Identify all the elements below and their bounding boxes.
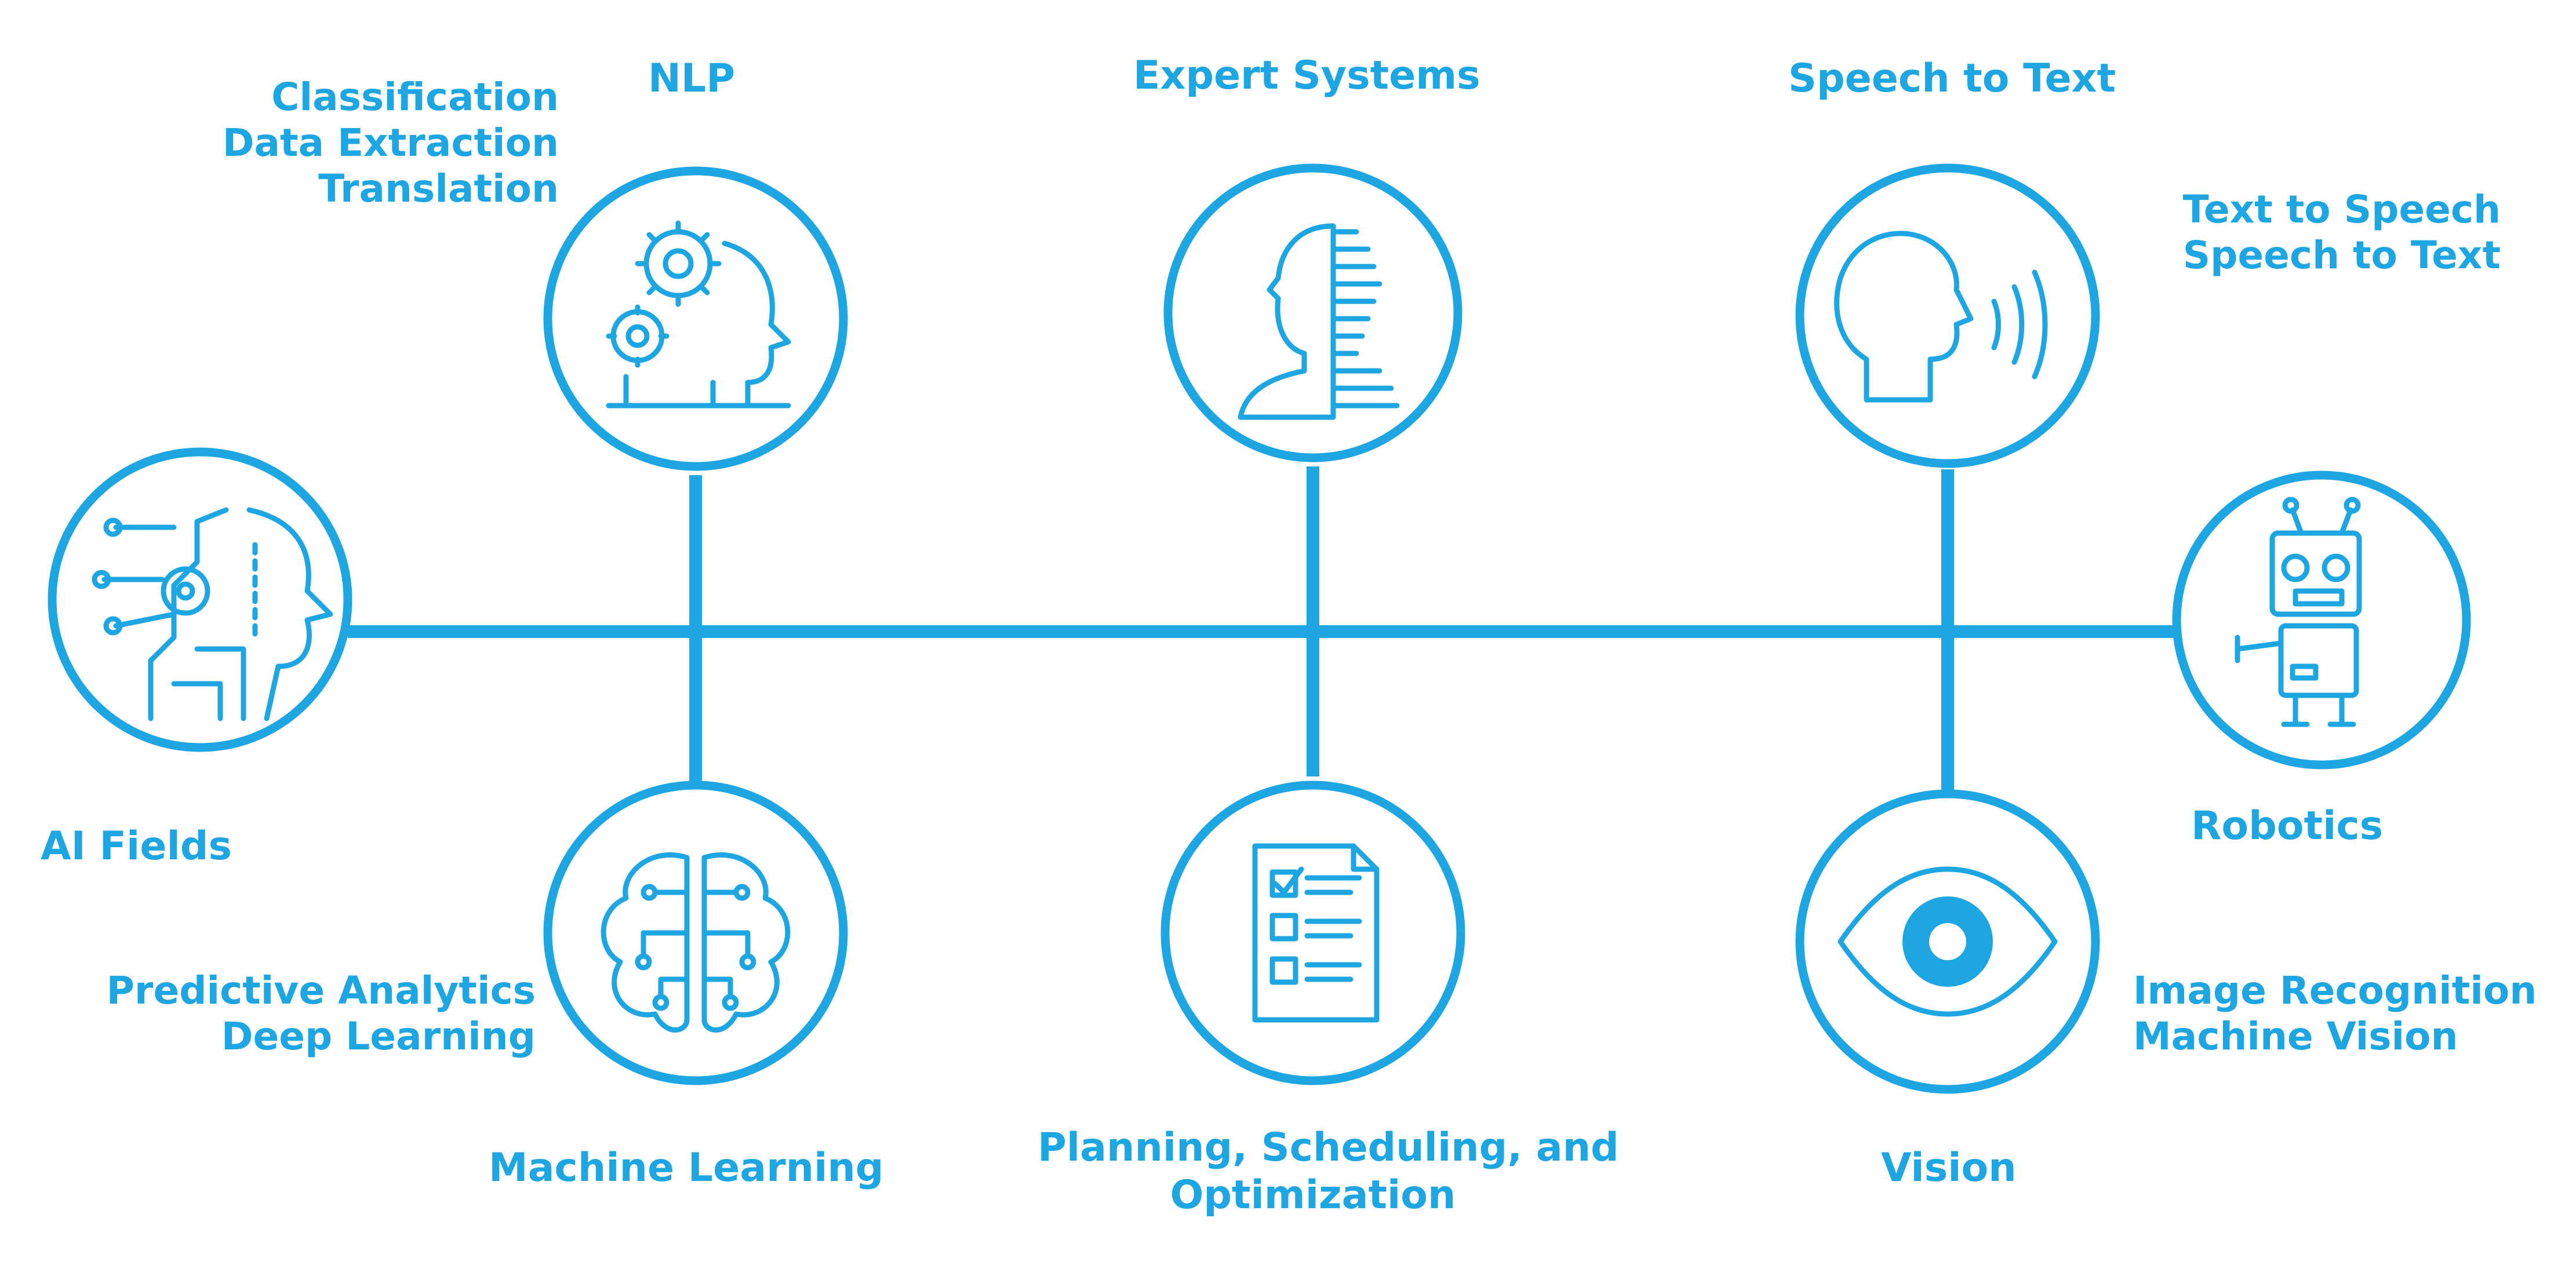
planning-title-line: Optimization bbox=[1170, 1172, 1456, 1218]
ai-fields-title: AI Fields bbox=[41, 823, 232, 869]
nlp-items: Classification Data Extraction Translati… bbox=[223, 74, 559, 212]
nlp-ring bbox=[543, 166, 848, 471]
human-robot-half-head-icon bbox=[1238, 223, 1400, 420]
expert-systems-title: Expert Systems bbox=[1133, 53, 1480, 99]
nlp-item: Data Extraction bbox=[222, 121, 559, 166]
machine-learning-title: Machine Learning bbox=[489, 1145, 884, 1191]
circuit-brain-icon bbox=[601, 852, 791, 1033]
connectors bbox=[348, 466, 2180, 794]
robotics-title: Robotics bbox=[2191, 803, 2384, 849]
speech-title: Speech to Text bbox=[1788, 56, 2116, 101]
robotics-ring bbox=[2172, 471, 2471, 770]
node-robotics bbox=[2172, 471, 2471, 770]
vision-title: Vision bbox=[1881, 1145, 2017, 1191]
expert-systems-ring bbox=[1163, 163, 1462, 462]
node-planning bbox=[1160, 781, 1465, 1085]
speech-items: Text to Speech Speech to Text bbox=[2183, 187, 2501, 278]
planning-title: Planning, Scheduling, and Optimization bbox=[1038, 1124, 1619, 1219]
speaking-head-icon bbox=[1834, 231, 2048, 403]
node-nlp bbox=[543, 166, 848, 471]
vision-items: Image Recognition Machine Vision bbox=[2133, 968, 2537, 1059]
node-ai-fields bbox=[48, 447, 352, 752]
nlp-title: NLP bbox=[648, 56, 736, 101]
node-expert-systems bbox=[1163, 163, 1462, 462]
speech-item: Speech to Text bbox=[2182, 233, 2501, 278]
vision-item: Machine Vision bbox=[2133, 1014, 2458, 1059]
machine-learning-item: Predictive Analytics bbox=[106, 968, 536, 1013]
machine-learning-items: Predictive Analytics Deep Learning bbox=[107, 968, 536, 1059]
eye-icon bbox=[1838, 866, 2058, 1017]
machine-learning-item: Deep Learning bbox=[221, 1014, 536, 1059]
vision-item: Image Recognition bbox=[2133, 968, 2537, 1013]
node-speech bbox=[1795, 163, 2100, 468]
planning-ring bbox=[1160, 781, 1465, 1085]
speech-ring bbox=[1795, 163, 2100, 468]
ai-fields-ring bbox=[48, 447, 352, 752]
node-vision bbox=[1795, 789, 2100, 1094]
nlp-item: Translation bbox=[318, 166, 559, 212]
node-machine-learning bbox=[543, 781, 848, 1085]
gears-head-icon bbox=[606, 220, 791, 409]
checklist-icon bbox=[1252, 843, 1380, 1023]
ai-head-circuit-icon bbox=[92, 507, 333, 721]
planning-title-line: Planning, Scheduling, and bbox=[1038, 1125, 1619, 1170]
robot-icon bbox=[2235, 497, 2362, 727]
speech-item: Text to Speech bbox=[2182, 187, 2501, 232]
machine-learning-ring bbox=[543, 781, 848, 1085]
nlp-item: Classification bbox=[271, 75, 559, 119]
